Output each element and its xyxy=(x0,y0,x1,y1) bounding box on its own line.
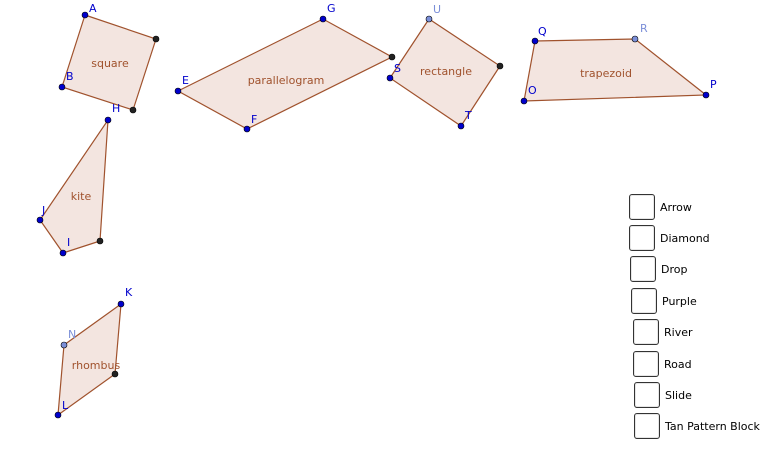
checkbox-tan-pattern-block[interactable]: Tan Pattern Block xyxy=(634,413,760,439)
point-label-j: J xyxy=(41,204,45,217)
kite-polygon[interactable] xyxy=(39,117,109,254)
point-label-g: G xyxy=(327,2,336,15)
trapezoid-label: trapezoid xyxy=(580,67,632,80)
checkbox-slide[interactable]: Slide xyxy=(634,382,692,408)
vertex-point[interactable] xyxy=(129,106,137,114)
point-n[interactable] xyxy=(60,341,68,349)
vertex-point[interactable] xyxy=(496,62,504,70)
point-o[interactable] xyxy=(520,97,528,105)
checkbox-arrow-box[interactable] xyxy=(629,194,655,220)
checkbox-purple-box[interactable] xyxy=(631,288,657,314)
point-label-u: U xyxy=(433,3,441,16)
checkbox-diamond-box[interactable] xyxy=(629,225,655,251)
parallelogram-label: parallelogram xyxy=(248,74,325,87)
checkbox-river[interactable]: River xyxy=(633,319,693,345)
checkbox-diamond[interactable]: Diamond xyxy=(629,225,710,251)
point-p[interactable] xyxy=(702,91,710,99)
point-label-h: H xyxy=(112,102,120,115)
checkbox-arrow-label: Arrow xyxy=(660,200,692,214)
checkbox-road-box[interactable] xyxy=(633,351,659,377)
point-a[interactable] xyxy=(81,11,89,19)
point-label-p: P xyxy=(710,78,717,91)
square-label: square xyxy=(91,57,129,70)
point-h[interactable] xyxy=(104,116,112,124)
point-label-f: F xyxy=(251,113,257,126)
checkbox-river-label: River xyxy=(664,325,693,339)
point-label-q: Q xyxy=(538,25,547,38)
checkbox-tan-pattern-block-box[interactable] xyxy=(634,413,660,439)
checkbox-purple-label: Purple xyxy=(662,294,697,308)
vertex-point[interactable] xyxy=(388,53,396,61)
point-label-s: S xyxy=(394,62,401,75)
vertex-point[interactable] xyxy=(111,370,119,378)
point-label-e: E xyxy=(182,74,189,87)
point-label-k: K xyxy=(125,286,133,299)
checkbox-drop[interactable]: Drop xyxy=(630,256,687,282)
checkbox-diamond-label: Diamond xyxy=(660,231,710,245)
point-f[interactable] xyxy=(243,125,251,133)
checkbox-road[interactable]: Road xyxy=(633,351,692,377)
point-l[interactable] xyxy=(54,411,62,419)
checkbox-tan-pattern-block-label: Tan Pattern Block xyxy=(665,419,760,433)
vertex-point[interactable] xyxy=(152,35,160,43)
kite-label: kite xyxy=(71,190,92,203)
point-label-l: L xyxy=(62,399,69,412)
point-u[interactable] xyxy=(425,15,433,23)
checkbox-purple[interactable]: Purple xyxy=(631,288,697,314)
point-j[interactable] xyxy=(36,216,44,224)
checkbox-slide-box[interactable] xyxy=(634,382,660,408)
point-r[interactable] xyxy=(631,35,639,43)
point-label-a: A xyxy=(89,2,97,15)
checkbox-slide-label: Slide xyxy=(665,388,692,402)
point-label-r: R xyxy=(640,22,648,35)
point-i[interactable] xyxy=(59,249,67,257)
point-k[interactable] xyxy=(117,300,125,308)
rectangle-label: rectangle xyxy=(420,65,472,78)
point-e[interactable] xyxy=(174,87,182,95)
checkbox-river-box[interactable] xyxy=(633,319,659,345)
checkbox-drop-label: Drop xyxy=(661,262,688,276)
point-s[interactable] xyxy=(386,74,394,82)
point-label-i: I xyxy=(67,236,70,249)
vertex-point[interactable] xyxy=(96,237,104,245)
point-label-n: N xyxy=(68,328,76,341)
checkbox-drop-box[interactable] xyxy=(630,256,656,282)
point-t[interactable] xyxy=(457,122,465,130)
checkbox-arrow[interactable]: Arrow xyxy=(629,194,692,220)
checkbox-road-label: Road xyxy=(664,357,692,371)
point-b[interactable] xyxy=(58,83,66,91)
point-label-b: B xyxy=(66,70,74,83)
point-q[interactable] xyxy=(531,37,539,45)
point-label-t: T xyxy=(464,109,472,122)
rhombus-label: rhombus xyxy=(72,359,121,372)
point-g[interactable] xyxy=(319,15,327,23)
point-label-o: O xyxy=(528,84,537,97)
